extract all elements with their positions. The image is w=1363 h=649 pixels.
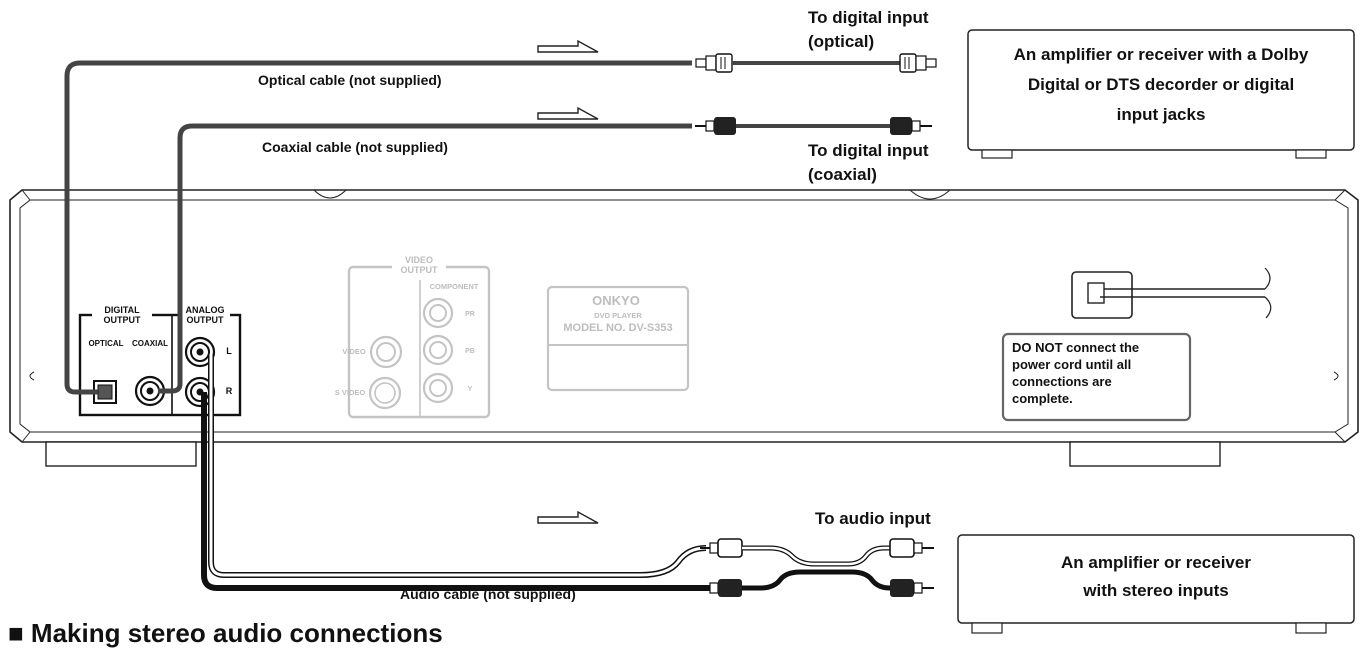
pr-jack-label: PR	[465, 311, 475, 318]
section-heading: ■ Making stereo audio connections	[8, 618, 443, 648]
warning-line3: connections are	[1012, 374, 1112, 389]
video-output-label: VIDEO	[405, 255, 433, 265]
to-digital-coaxial-label: To digital input	[808, 141, 929, 160]
audio-link-black	[742, 569, 891, 591]
to-digital-coaxial-sublabel: (coaxial)	[808, 165, 877, 184]
audio-cable-left	[209, 354, 707, 577]
power-inlet-icon	[1071, 267, 1272, 319]
optical-jack-icon	[93, 380, 117, 404]
arrow-audio-icon	[537, 510, 599, 524]
optical-plug-left-icon	[695, 53, 733, 73]
audio-cable-right	[201, 392, 710, 591]
component-label: COMPONENT	[430, 282, 479, 291]
warning-line2: power cord until all	[1012, 357, 1131, 372]
left-channel-label: L	[226, 346, 232, 356]
output-jack-panel: DIGITAL OUTPUT ANALOG OUTPUT OPTICAL COA…	[78, 304, 242, 417]
audio-link-white	[742, 545, 890, 567]
coaxial-cable	[158, 123, 692, 394]
audio-plug-black-right-icon	[890, 579, 934, 597]
coaxial-plug-left-icon	[695, 117, 736, 135]
to-audio-input-label: To audio input	[815, 509, 931, 528]
arrow-optical-icon	[537, 39, 599, 53]
coaxial-jack-label: COAXIAL	[132, 339, 168, 348]
video-output-panel	[347, 254, 491, 419]
optical-plug-right-icon	[899, 53, 937, 73]
warning-line1: DO NOT connect the	[1012, 340, 1139, 355]
y-jack-label: Y	[468, 386, 473, 393]
amp-digital-line3: input jacks	[1117, 105, 1206, 124]
digital-output-label: DIGITAL	[104, 305, 140, 315]
to-digital-optical-sublabel: (optical)	[808, 32, 874, 51]
audio-plug-white-right-icon	[889, 538, 934, 558]
audio-plug-white-left-icon	[700, 538, 743, 558]
video-output-sublabel: OUTPUT	[401, 265, 439, 275]
audio-plug-black-left-icon	[700, 579, 742, 597]
model-number-label: MODEL NO. DV-S353	[563, 322, 672, 334]
digital-output-sublabel: OUTPUT	[104, 315, 142, 325]
amp-digital-line2: Digital or DTS decorder or digital	[1028, 75, 1294, 94]
analog-output-sublabel: OUTPUT	[187, 315, 225, 325]
right-channel-label: R	[226, 386, 233, 396]
amplifier-stereo-box: An amplifier or receiver with stereo inp…	[957, 534, 1355, 634]
amplifier-digital-box: An amplifier or receiver with a Dolby Di…	[967, 29, 1355, 159]
product-type-label: DVD PLAYER	[594, 311, 642, 320]
power-cord-warning: DO NOT connect the power cord until all …	[1001, 332, 1192, 422]
to-digital-optical-label: To digital input	[808, 8, 929, 27]
warning-line4: complete.	[1012, 391, 1073, 406]
coaxial-cable-label: Coaxial cable (not supplied)	[262, 139, 448, 155]
arrow-coaxial-icon	[537, 106, 599, 120]
s-video-jack-label: S VIDEO	[335, 388, 366, 397]
model-label-plate: ONKYO DVD PLAYER MODEL NO. DV-S353	[546, 285, 690, 392]
analog-output-label: ANALOG	[186, 305, 225, 315]
amp-stereo-line1: An amplifier or receiver	[1061, 553, 1251, 572]
amp-stereo-line2: with stereo inputs	[1082, 581, 1228, 600]
brand-logo: ONKYO	[592, 293, 640, 308]
optical-cable	[64, 60, 692, 395]
pb-jack-label: PB	[465, 348, 475, 355]
optical-cable-label: Optical cable (not supplied)	[258, 72, 442, 88]
optical-jack-label: OPTICAL	[88, 339, 123, 348]
video-jack-label: VIDEO	[342, 347, 366, 356]
coaxial-plug-right-icon	[890, 117, 932, 135]
amp-digital-line1: An amplifier or receiver with a Dolby	[1014, 45, 1309, 64]
analog-left-jack-icon	[184, 336, 216, 368]
